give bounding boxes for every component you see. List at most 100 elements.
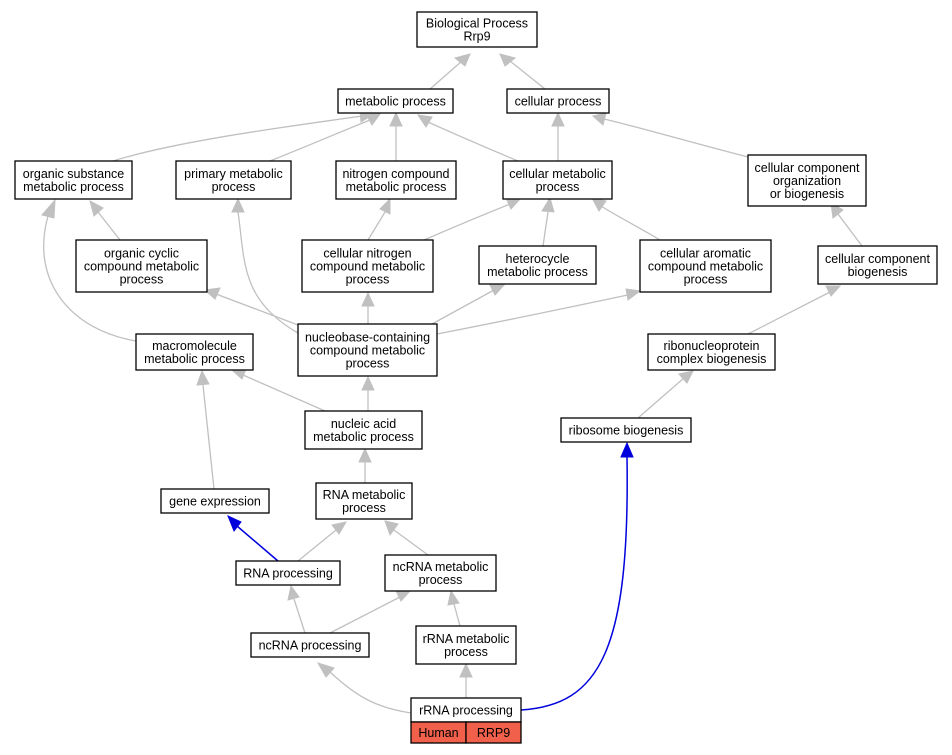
- edge-ccb-to-ccob: [830, 202, 863, 247]
- term-ribosome[interactable]: ribosome biogenesis: [560, 417, 692, 443]
- edge-cell-metabolic-to-metabolic: [416, 114, 519, 162]
- edge-nucleic-to-nucleobase: [361, 375, 375, 411]
- edge-metabolic-to-bp: [429, 53, 471, 90]
- term-label: metabolic process: [144, 352, 245, 366]
- arrowhead-icon: [499, 53, 517, 67]
- arrowhead-icon: [453, 53, 471, 67]
- species-cell[interactable]: Human: [410, 721, 467, 744]
- term-gene-expr[interactable]: gene expression: [160, 488, 270, 514]
- arrowhead-icon: [358, 447, 372, 463]
- term-label: process: [419, 573, 463, 587]
- arrowhead-icon: [231, 197, 245, 213]
- term-label: nucleobase-containing: [305, 331, 430, 345]
- arrowhead-icon: [678, 370, 694, 384]
- term-ncrna-proc[interactable]: ncRNA processing: [250, 632, 370, 658]
- term-label: cellular component: [825, 252, 930, 266]
- edge-cell-aromatic-to-cell-metabolic: [591, 197, 661, 241]
- edge-rrna-metabolic-to-ncrna-metabolic: [447, 589, 461, 627]
- term-rna-proc[interactable]: RNA processing: [235, 560, 341, 586]
- edge-ccob-to-cellular: [591, 112, 749, 158]
- species-cell-label: Human: [418, 726, 458, 740]
- arrowhead-icon: [331, 521, 348, 535]
- term-label: process: [444, 645, 488, 659]
- edge-rna-metabolic-to-nucleic: [358, 447, 372, 483]
- arrowhead-icon: [591, 197, 607, 212]
- edge-macromolecule-to-organic-substance: [41, 198, 137, 342]
- term-label: primary metabolic: [184, 167, 283, 181]
- edge-ncrna-metabolic-to-rna-metabolic: [384, 520, 429, 556]
- edge-ribosome-to-rnp: [637, 370, 694, 419]
- gene-cell[interactable]: RRP9: [465, 721, 522, 744]
- edge-organic-substance-to-metabolic: [112, 109, 377, 162]
- term-label: ncRNA processing: [259, 639, 362, 653]
- arrowhead-icon: [361, 375, 375, 391]
- edge-nucleobase-to-organic-cyclic: [203, 287, 299, 326]
- term-label: rRNA metabolic: [423, 632, 510, 646]
- edge-nucleobase-to-heterocycle: [431, 284, 506, 325]
- term-cellular[interactable]: cellular process: [506, 88, 610, 114]
- term-label: process: [212, 180, 256, 194]
- term-label: organic cyclic: [104, 247, 179, 261]
- arrowhead-icon: [541, 196, 555, 213]
- arrowhead-icon: [361, 291, 375, 307]
- edge-cell-nitrogen-to-cell-metabolic: [423, 197, 522, 241]
- edge-nucleobase-to-cell-aromatic: [436, 288, 642, 335]
- term-label: process: [346, 273, 390, 287]
- edge-nucleobase-to-primary: [231, 197, 299, 334]
- term-label: metabolic process: [487, 265, 588, 279]
- edge-rnp-to-ccb: [747, 285, 842, 335]
- term-metabolic[interactable]: metabolic process: [337, 88, 454, 114]
- edge-cell-metabolic-to-cellular: [551, 111, 565, 161]
- edge-organic-cyclic-to-organic-substance: [89, 200, 121, 241]
- term-label: metabolic process: [313, 430, 414, 444]
- arrowhead-icon: [459, 662, 473, 678]
- term-label: macromolecule: [152, 339, 237, 353]
- arrowhead-icon: [825, 285, 842, 297]
- gene-cell-label: RRP9: [477, 726, 510, 740]
- arrowhead-icon: [287, 584, 300, 601]
- term-label: cellular component: [755, 161, 860, 175]
- term-label: Rrp9: [463, 30, 490, 44]
- edge-nitrogen-to-metabolic: [389, 111, 403, 161]
- arrowhead-icon: [489, 284, 506, 296]
- term-rrna-proc[interactable]: rRNA processing: [410, 697, 522, 723]
- term-label: or biogenesis: [770, 187, 844, 201]
- arrowhead-icon: [395, 590, 412, 602]
- term-label: ribonucleoprotein: [664, 339, 760, 353]
- term-label: Biological Process: [426, 17, 528, 31]
- term-label: cellular nitrogen: [323, 247, 411, 261]
- term-label: metabolic process: [23, 180, 124, 194]
- term-label: cellular process: [515, 95, 602, 109]
- arrowhead-icon: [416, 114, 433, 128]
- arrowhead-icon: [89, 200, 104, 217]
- edge-nucleobase-to-cell-nitrogen: [361, 291, 375, 324]
- arrowhead-icon: [620, 441, 634, 458]
- arrowhead-icon: [591, 112, 607, 126]
- term-label: process: [536, 180, 580, 194]
- term-label: metabolic process: [346, 180, 447, 194]
- arrowhead-icon: [551, 111, 565, 127]
- arrowhead-icon: [196, 369, 210, 386]
- edge-rna-processing-to-gene-expression: [227, 515, 279, 562]
- arrowhead-icon: [384, 520, 399, 537]
- term-label: RNA metabolic: [323, 488, 406, 502]
